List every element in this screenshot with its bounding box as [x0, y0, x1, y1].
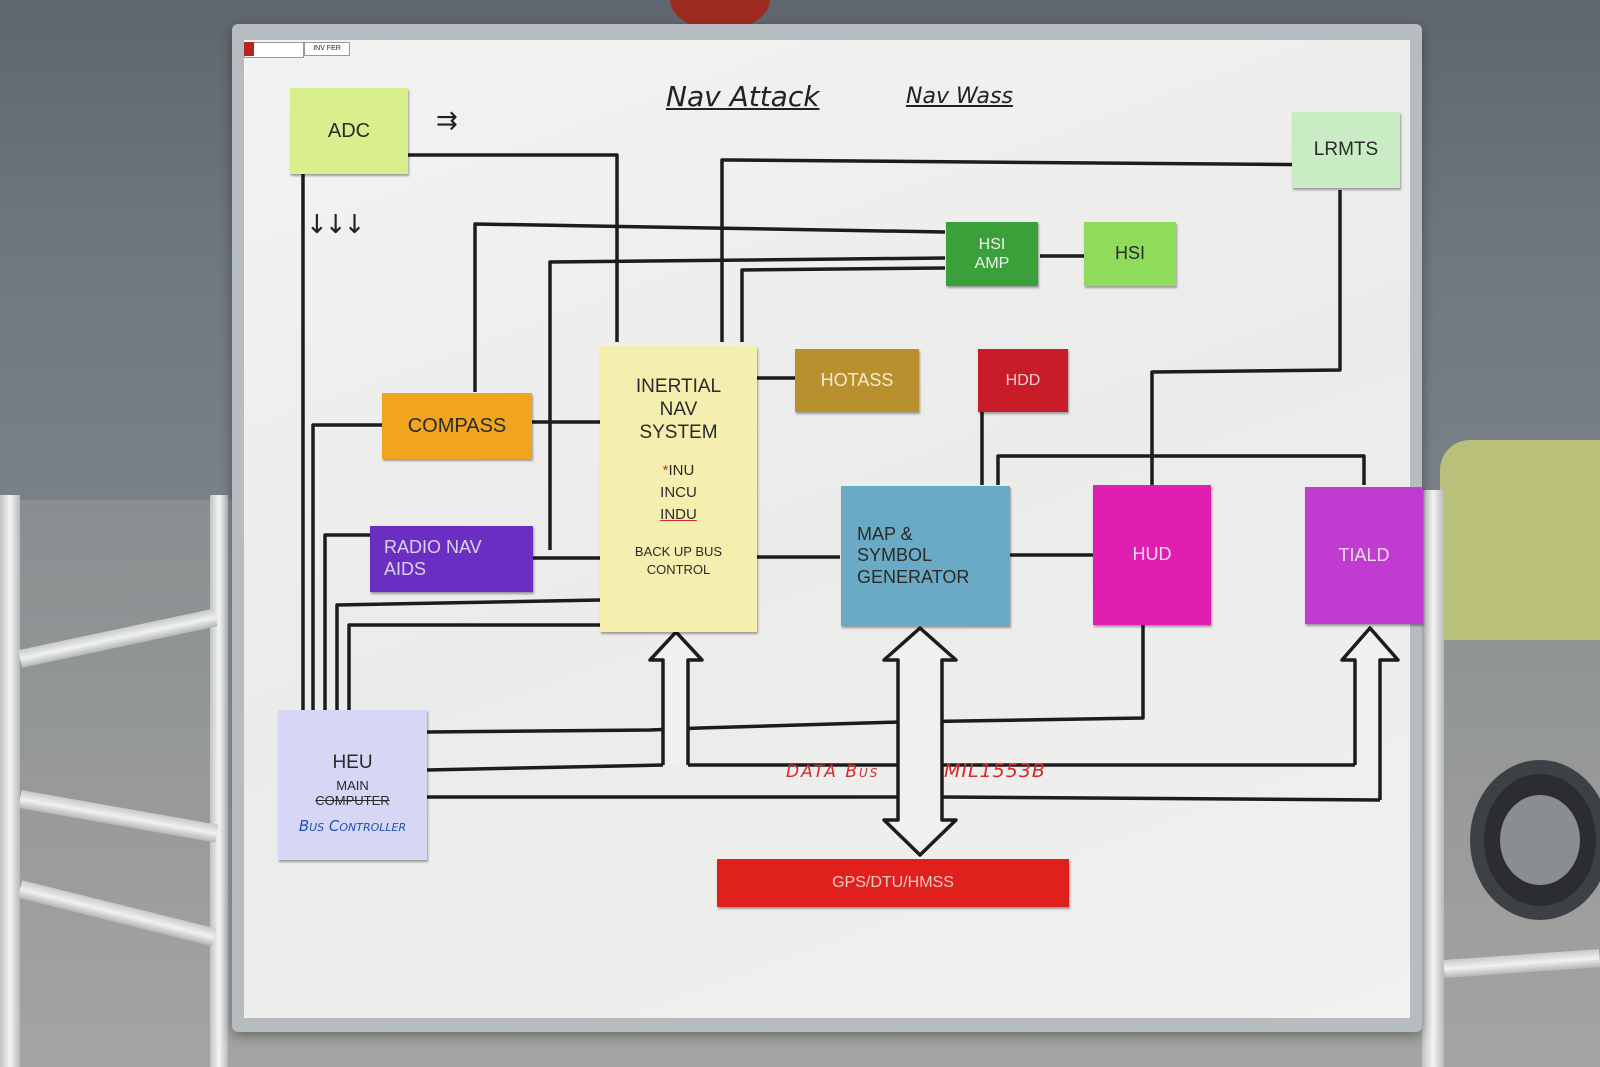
box-radio-nav-aids: RADIO NAV AIDS	[370, 526, 533, 592]
wire-heu-hud	[426, 625, 1145, 734]
box-hud-label: HUD	[1132, 544, 1172, 565]
annotation-data-bus: DATA Bus	[786, 762, 880, 782]
ins-title-line3: SYSTEM	[639, 421, 718, 443]
heu-main: MAIN	[336, 777, 369, 793]
map-line2: SYMBOL	[857, 545, 933, 566]
annotation-mil1553b: MIL1553B	[944, 760, 1046, 782]
box-compass-label: COMPASS	[407, 415, 507, 437]
box-gps-label: GPS/DTU/HMSS	[832, 874, 954, 892]
stand-leg-left-outer	[0, 495, 20, 1067]
box-hdd: HDD	[978, 349, 1068, 412]
ins-backup-line2: CONTROL	[646, 561, 711, 577]
box-radio-nav-aids-line2: AIDS	[384, 559, 427, 579]
wire-hsiamp-radio	[548, 256, 946, 550]
background-aircraft-right	[1440, 440, 1600, 640]
ins-title-line1: INERTIAL	[635, 376, 722, 397]
box-gps-dtu-hmss: GPS/DTU/HMSS	[717, 859, 1069, 907]
box-hotass: HOTASS	[795, 349, 919, 412]
box-hsi-amp: HSI AMP	[946, 222, 1038, 286]
stand-leg-left-inner	[210, 495, 228, 1067]
map-line1: MAP &	[857, 523, 913, 544]
wire-heu-radio	[323, 533, 370, 710]
adc-arrows-right-icon: ⇉	[436, 106, 458, 136]
box-radio-nav-aids-line1: RADIO NAV	[384, 537, 482, 558]
box-hsi: HSI	[1084, 222, 1176, 286]
board-inventory-tag: INV FER	[304, 42, 350, 56]
box-compass: COMPASS	[382, 393, 532, 459]
heu-label: HEU	[332, 752, 373, 773]
box-hotass-label: HOTASS	[820, 369, 894, 390]
arrow-bus-map-gps	[882, 626, 958, 857]
arrow-bus-ins	[648, 630, 704, 765]
ins-item-incu: INCU	[660, 484, 697, 502]
box-tiald-label: TIALD	[1338, 544, 1390, 565]
box-lrmts: LRMTS	[1292, 112, 1400, 188]
heading-nav-wass: Nav Wass	[906, 84, 1013, 109]
box-hud: HUD	[1093, 485, 1211, 625]
wire-heu-ins-1	[335, 598, 601, 710]
ins-item-inu: INU	[668, 462, 695, 480]
box-hsi-amp-line1: HSI	[978, 235, 1006, 253]
heu-bus-controller-handwriting: Bus Controller	[298, 816, 407, 835]
aircraft-wheel-hub	[1500, 795, 1580, 885]
box-hsi-amp-line2: AMP	[974, 255, 1010, 272]
wire-lrmts-hud	[1150, 190, 1342, 485]
box-heu: HEU MAIN COMPUTER Bus Controller	[278, 710, 427, 860]
ins-star-icon: *	[662, 462, 669, 480]
wire-lrmts-ins	[720, 158, 1341, 342]
wire-heu-bus-b	[427, 795, 1381, 802]
box-lrmts-label: LRMTS	[1313, 138, 1379, 160]
box-map-symbol-generator: MAP & SYMBOL GENERATOR	[841, 486, 1010, 626]
heading-nav-attack: Nav Attack	[666, 80, 820, 113]
stand-leg-right	[1422, 490, 1444, 1067]
board-asset-sticker-logo	[244, 42, 254, 56]
wire-hsiamp-ins	[740, 266, 946, 342]
box-hdd-label: HDD	[1005, 371, 1041, 389]
ins-backup-line1: BACK UP BUS	[634, 544, 723, 560]
box-adc: ADC	[290, 88, 408, 174]
box-hsi-label: HSI	[1114, 243, 1145, 264]
box-inertial-nav-system: INERTIAL NAV SYSTEM *INU INCU INDU BACK …	[600, 346, 757, 632]
wire-heu-bus-a	[426, 763, 1355, 772]
wire-adc-ins	[404, 153, 619, 342]
wire-heu-ins-2	[347, 623, 600, 710]
heu-computer: COMPUTER	[315, 793, 390, 809]
arrow-bus-tiald	[1340, 626, 1400, 800]
box-tiald: TIALD	[1305, 487, 1423, 624]
box-adc-label: ADC	[327, 120, 371, 142]
ins-item-indu: INDU	[660, 506, 697, 524]
ins-title-line2: NAV	[659, 398, 698, 420]
adc-arrows-down-icon: ↓↓↓	[306, 210, 365, 240]
wire-map-tiald	[996, 454, 1366, 485]
wire-hsiamp-compass	[473, 222, 946, 392]
wire-heu-compass	[311, 423, 382, 710]
map-line3: GENERATOR	[857, 566, 970, 587]
